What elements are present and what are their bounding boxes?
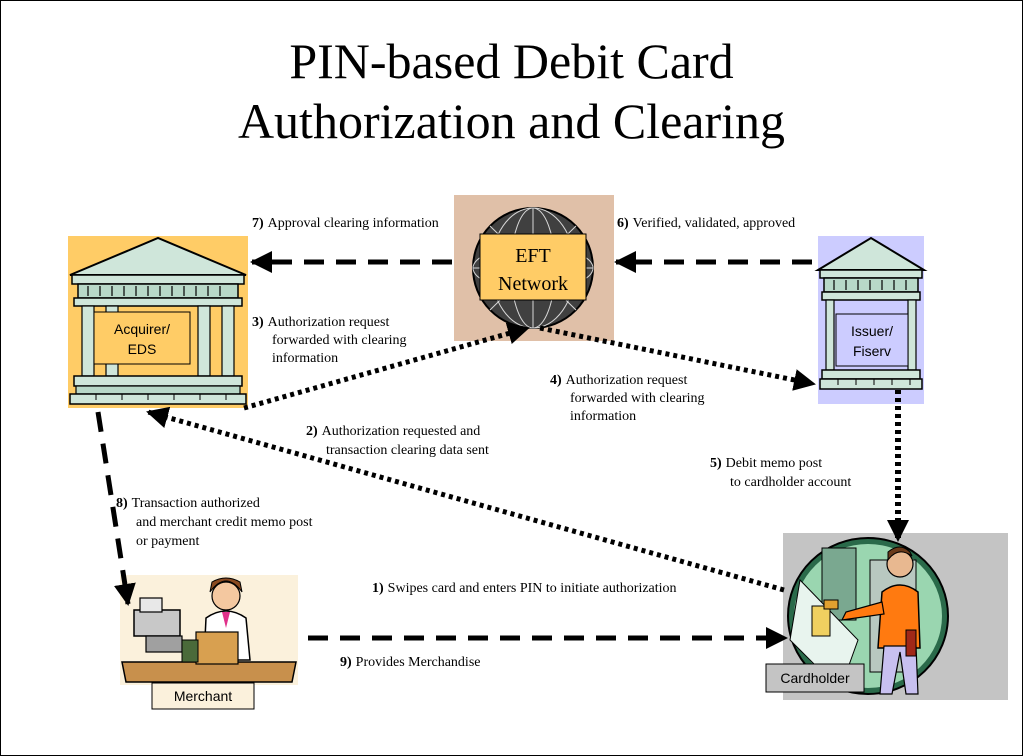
- step-5-number: 5): [710, 456, 722, 471]
- merchant-cashier-icon: [120, 575, 298, 685]
- svg-text:9)Provides Merchandise: 9) Provides Merchandise: [340, 655, 480, 670]
- acquirer-label-box: [93, 311, 191, 365]
- title-line-1: PIN-based Debit Card: [289, 33, 734, 89]
- step-4-number: 4): [550, 373, 562, 388]
- step-6-label: 6) Verified, validated, approved: [617, 216, 795, 231]
- step-6-text: Verified, validated, approved: [633, 216, 796, 231]
- svg-text:4)Authorization request: 4) Authorization request: [550, 373, 687, 388]
- step-2-text-1: Authorization requested and: [322, 424, 481, 439]
- step-3-text-1: Authorization request: [268, 315, 390, 330]
- eft-label-box: [479, 233, 587, 301]
- step-8-text-2: and merchant credit memo post: [136, 515, 313, 530]
- step-2-number: 2): [306, 424, 318, 439]
- step-4-label: 4) Authorization request forwarded with c…: [550, 373, 705, 424]
- step-7-text: Approval clearing information: [268, 216, 439, 231]
- step-9-label: 9) Provides Merchandise: [340, 655, 480, 670]
- arrow-step-4: [539, 325, 816, 391]
- step-2-label: 2) Authorization requested and transactio…: [306, 424, 489, 458]
- step-1-text: Swipes card and enters PIN to initiate a…: [388, 581, 677, 596]
- issuer-label-box: [835, 313, 909, 367]
- step-5-text-1: Debit memo post: [726, 456, 823, 471]
- step-8-number: 8): [116, 496, 128, 511]
- svg-text:5)Debit memo post: 5) Debit memo post: [710, 456, 822, 471]
- acquirer-label-line1: Acquirer/: [114, 321, 170, 337]
- step-7-label: 7) Approval clearing information: [252, 216, 439, 231]
- step-7-number: 7): [252, 216, 264, 231]
- step-3-text-3: information: [272, 351, 338, 366]
- issuer-label-line1: Issuer/: [851, 323, 893, 339]
- title-line-2: Authorization and Clearing: [237, 93, 786, 149]
- step-9-number: 9): [340, 655, 352, 670]
- eft-label-line1: EFT: [515, 245, 551, 267]
- step-8-text-1: Transaction authorized: [132, 496, 260, 511]
- slide-title: PIN-based Debit Card Authorization and C…: [1, 31, 1022, 151]
- step-5-label: 5) Debit memo post to cardholder account: [710, 456, 851, 490]
- eft-network-node: EFT Network: [454, 195, 614, 341]
- svg-text:7)Approval clearing informatio: 7) Approval clearing information: [252, 216, 439, 231]
- acquirer-label-line2: EDS: [128, 341, 157, 357]
- cardholder-atm-icon: [787, 537, 949, 695]
- svg-text:6)Verified, validated, approve: 6) Verified, validated, approved: [617, 216, 795, 231]
- merchant-label: Merchant: [174, 688, 232, 704]
- step-1-number: 1): [372, 581, 384, 596]
- step-8-text-3: or payment: [136, 534, 199, 549]
- svg-text:2)Authorization requested and: 2) Authorization requested and: [306, 424, 480, 439]
- step-4-text-3: information: [570, 409, 636, 424]
- svg-text:3)Authorization request: 3) Authorization request: [252, 315, 389, 330]
- step-4-text-2: forwarded with clearing: [570, 391, 705, 406]
- cardholder-node: Cardholder: [765, 533, 1008, 700]
- arrow-step-3: [243, 322, 530, 411]
- merchant-node: Merchant: [120, 575, 298, 710]
- step-1-label: 1) Swipes card and enters PIN to initiate…: [372, 581, 677, 596]
- issuer-node: Issuer/ Fiserv: [814, 236, 928, 404]
- eft-label-line2: Network: [498, 273, 568, 295]
- svg-text:8)Transaction authorized: 8) Transaction authorized: [116, 496, 260, 511]
- step-3-label: 3) Authorization request forwarded with c…: [252, 315, 407, 366]
- svg-text:1)Swipes card and enters PIN t: 1) Swipes card and enters PIN to initiate…: [372, 581, 677, 596]
- bank-building-icon: [814, 236, 928, 390]
- step-9-text: Provides Merchandise: [356, 655, 481, 670]
- acquirer-node: Acquirer/ EDS: [68, 236, 248, 408]
- step-4-text-1: Authorization request: [566, 373, 688, 388]
- merchant-label-box: [151, 682, 255, 710]
- step-5-text-2: to cardholder account: [730, 475, 851, 490]
- arrow-step-8: [95, 411, 136, 606]
- step-8-label: 8) Transaction authorized and merchant cr…: [116, 496, 313, 549]
- step-3-text-2: forwarded with clearing: [272, 333, 407, 348]
- step-2-text-2: transaction clearing data sent: [326, 443, 489, 458]
- cardholder-label-box: [765, 663, 865, 693]
- cardholder-label: Cardholder: [780, 670, 850, 686]
- arrow-step-2: [146, 406, 785, 593]
- issuer-label-line2: Fiserv: [853, 343, 891, 359]
- step-6-number: 6): [617, 216, 629, 231]
- step-3-number: 3): [252, 315, 264, 330]
